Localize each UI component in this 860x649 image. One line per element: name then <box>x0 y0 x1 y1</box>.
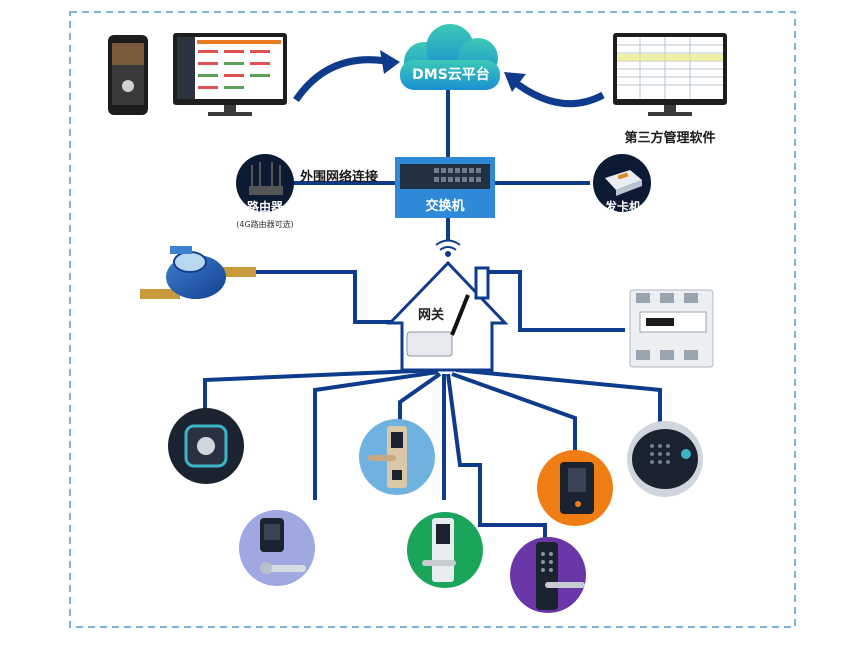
router-icon <box>236 154 294 212</box>
third-party-monitor-icon <box>613 33 727 116</box>
switch-label: 交换机 <box>425 199 465 214</box>
door-lock-lavender-icon <box>239 510 315 586</box>
door-lock-purple-icon <box>510 537 586 613</box>
cloud-label: DMS云平台 <box>412 67 490 83</box>
smart-switch-device-icon <box>168 408 244 484</box>
connection-lines <box>203 90 662 540</box>
wifi-signal-icon <box>435 239 461 257</box>
router-label: 路由器 <box>246 200 283 214</box>
switch-icon <box>395 157 495 218</box>
dashed-frame <box>69 11 796 628</box>
gateway-house-icon <box>386 260 509 372</box>
door-lock-orange-icon <box>537 450 613 526</box>
upload-arrows <box>293 50 605 108</box>
door-lock-green-icon <box>407 512 483 588</box>
card-issuer-icon <box>593 154 651 212</box>
smartphone-icon <box>108 35 148 115</box>
electric-meter-icon <box>629 289 714 368</box>
third-party-label: 第三方管理软件 <box>624 131 716 146</box>
door-lock-blue-icon <box>359 419 435 495</box>
router-note: (4G路由器可选) <box>236 220 294 229</box>
card-issuer-label: 发卡机 <box>604 200 641 214</box>
cloud-icon <box>400 24 500 90</box>
gateway-label: 网关 <box>418 308 445 323</box>
wan-link-label: 外围网络连接 <box>300 170 379 185</box>
dashboard-monitor-icon <box>173 33 287 116</box>
smart-keypad-device-icon <box>627 421 703 497</box>
water-meter-icon <box>140 246 256 299</box>
